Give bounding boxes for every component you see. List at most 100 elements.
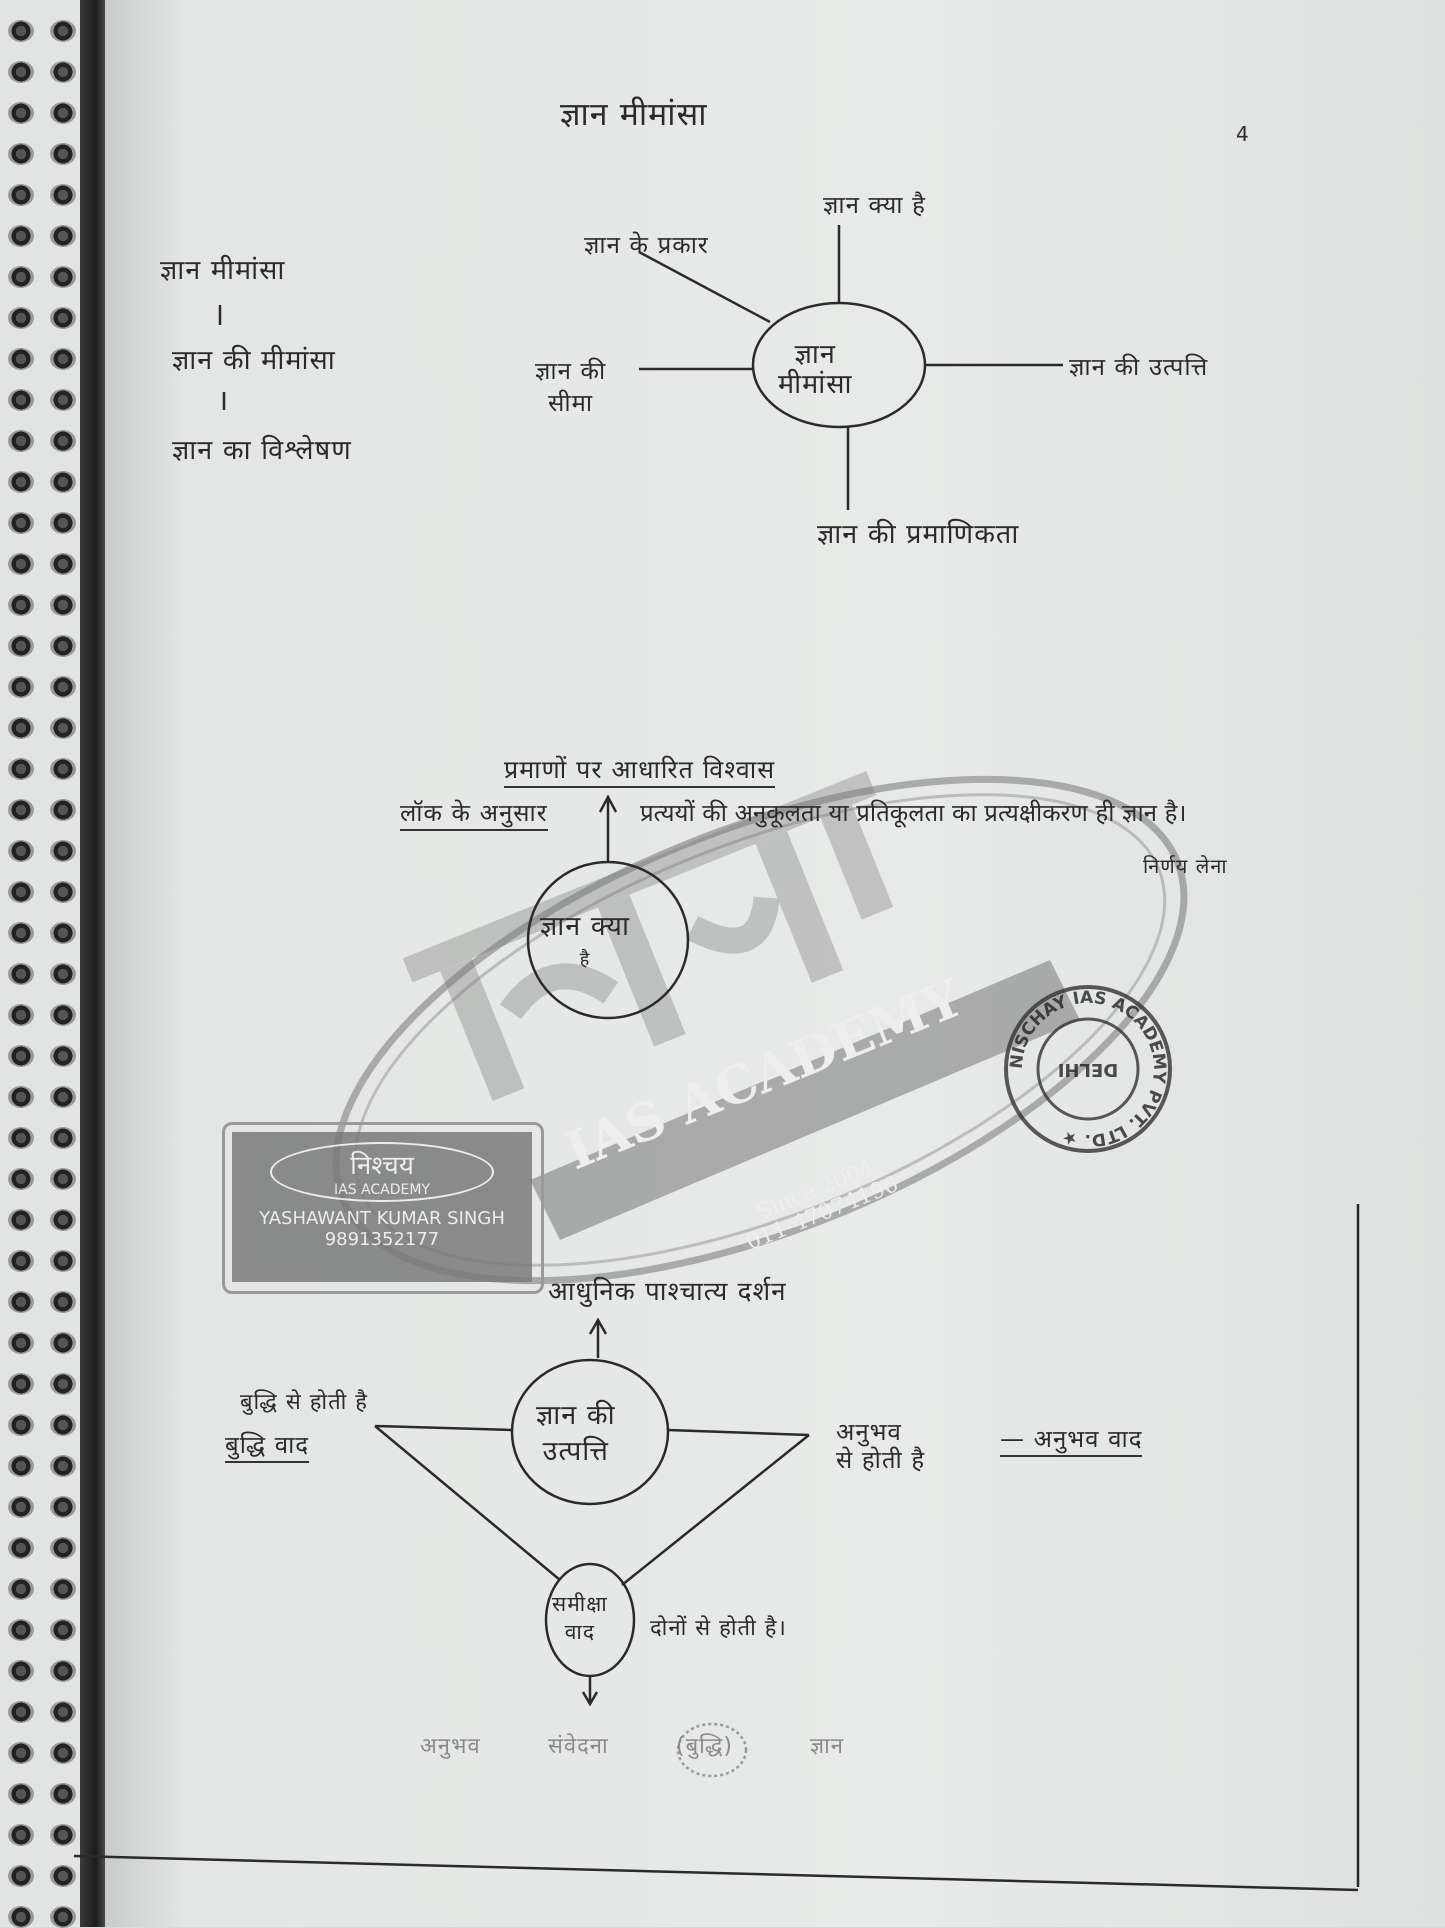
binding-coil xyxy=(50,1414,76,1436)
mind-map-bottom: ज्ञान की प्रमाणिकता xyxy=(817,519,1020,550)
binding-coil xyxy=(50,1824,76,1846)
binding-coil xyxy=(8,635,34,657)
binding-coil xyxy=(8,225,34,247)
binding-coil xyxy=(50,1291,76,1313)
binding-coil xyxy=(50,758,76,780)
binding-coil xyxy=(8,1045,34,1067)
binding-coil xyxy=(50,389,76,411)
binding-coil xyxy=(8,307,34,329)
binding-coil xyxy=(8,61,34,83)
binding-coil xyxy=(50,1168,76,1190)
binding-coil xyxy=(8,594,34,616)
binding-coil xyxy=(50,1045,76,1067)
stamp-phone: 9891352177 xyxy=(324,1229,440,1250)
binding-coil xyxy=(8,1496,34,1518)
binding-coil xyxy=(50,1004,76,1026)
knowledge-definition: प्रत्ययों की अनुकूलता या प्रतिकूलता का प… xyxy=(640,799,1187,827)
binding-coil xyxy=(8,512,34,534)
watermark-brand-graphic xyxy=(402,771,894,1101)
stamp-brand: निश्चय xyxy=(350,1151,414,1181)
binding-coil xyxy=(8,20,34,42)
binding-coil xyxy=(8,922,34,944)
binding-coil xyxy=(50,307,76,329)
binding-coil xyxy=(50,512,76,534)
chain-item: ज्ञान xyxy=(810,1734,845,1759)
binding-coil xyxy=(50,922,76,944)
binding-coil xyxy=(50,676,76,698)
origin-circle xyxy=(510,1358,670,1506)
binding-coil xyxy=(8,1455,34,1477)
binding-coil xyxy=(8,471,34,493)
mind-map-top: ज्ञान क्या है xyxy=(823,191,926,219)
binding-coil xyxy=(8,1865,34,1887)
binding-coil xyxy=(8,1373,34,1395)
binding-coil xyxy=(50,1537,76,1559)
origin-circle-label: ज्ञान कीउत्पत्ति xyxy=(536,1400,616,1467)
binding-coil xyxy=(50,61,76,83)
binding-coil xyxy=(8,799,34,821)
spiral-binding xyxy=(0,0,82,1928)
line-top-left xyxy=(638,250,771,324)
binding-coil xyxy=(50,1332,76,1354)
binding-coil xyxy=(8,1127,34,1149)
binding-coil xyxy=(50,143,76,165)
binding-coil xyxy=(8,758,34,780)
chain-item: अनुभव xyxy=(420,1734,481,1759)
binding-coil xyxy=(50,1742,76,1764)
binding-coil xyxy=(50,1701,76,1723)
binding-coil xyxy=(8,143,34,165)
mind-map-lines xyxy=(73,225,1360,1892)
binding-coil xyxy=(50,1660,76,1682)
binding-coil xyxy=(50,1373,76,1395)
binding-coil xyxy=(8,1660,34,1682)
binding-coil xyxy=(50,1906,76,1928)
binding-coil xyxy=(50,963,76,985)
binding-coil xyxy=(50,1578,76,1600)
binding-coil xyxy=(8,1250,34,1272)
mind-map-top-left: ज्ञान के प्रकार xyxy=(584,231,709,259)
definition-note: निर्णय लेना xyxy=(1143,854,1228,878)
binding-coil xyxy=(50,225,76,247)
binding-coil xyxy=(8,676,34,698)
left-list-item: ज्ञान की मीमांसा xyxy=(172,345,336,376)
binding-coil xyxy=(50,1619,76,1641)
binding-coil xyxy=(50,102,76,124)
binding-coil xyxy=(8,348,34,370)
chain-item: (बुद्धि) xyxy=(676,1734,734,1759)
what-circle-label: ज्ञान क्याहै xyxy=(540,911,630,971)
chain-item: संवेदना xyxy=(548,1734,609,1759)
binding-coil xyxy=(8,1742,34,1764)
binding-coil xyxy=(8,1619,34,1641)
binding-coil xyxy=(50,430,76,452)
rationalism-label: बुद्धि वाद xyxy=(225,1428,310,1463)
binding-coil xyxy=(8,963,34,985)
company-seal: NISCHAY IAS ACADEMY PVT. LTD. ★ DELHI xyxy=(1004,985,1172,1153)
binding-coil xyxy=(50,1250,76,1272)
page-number: 4 xyxy=(1236,122,1250,146)
binding-coil xyxy=(8,1168,34,1190)
left-list-item: ज्ञान का विश्लेषण xyxy=(172,435,352,466)
page-title: ज्ञान मीमांसा xyxy=(560,95,708,133)
binding-coil xyxy=(8,1824,34,1846)
locke-label: लॉक के अनुसार xyxy=(400,796,548,831)
binding-coil xyxy=(8,430,34,452)
binding-coil xyxy=(8,840,34,862)
binding-coil xyxy=(8,1701,34,1723)
empiricism-label: — अनुभव वाद xyxy=(1000,1422,1143,1457)
rationalism-note: बुद्धि से होती है xyxy=(240,1390,368,1415)
binding-coil xyxy=(8,881,34,903)
binding-coil xyxy=(50,840,76,862)
binding-coil xyxy=(50,553,76,575)
binding-coil xyxy=(50,266,76,288)
binding-coil xyxy=(8,1414,34,1436)
binding-coil xyxy=(50,348,76,370)
stamp-academy: IAS ACADEMY xyxy=(334,1182,430,1198)
seal-center-text: DELHI xyxy=(1058,1059,1118,1080)
binding-coil xyxy=(8,1537,34,1559)
mind-map-left: ज्ञान कीसीमा xyxy=(535,357,607,417)
binding-coil xyxy=(50,20,76,42)
binding-coil xyxy=(50,1783,76,1805)
binding-coil xyxy=(50,1496,76,1518)
owner-stamp: निश्चय IAS ACADEMY YASHAWANT KUMAR SINGH… xyxy=(232,1132,532,1282)
